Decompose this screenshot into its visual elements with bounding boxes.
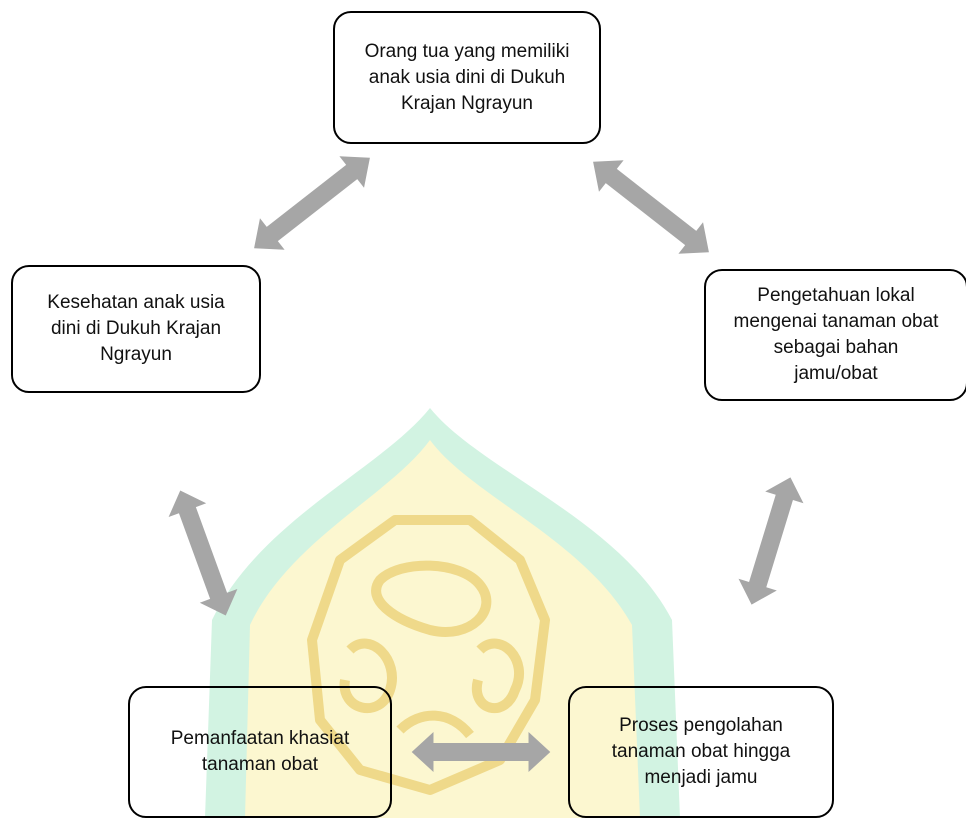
node-pengetahuan-lokal-label: Pengetahuan lokal mengenai tanaman obat … bbox=[733, 285, 939, 384]
node-orang-tua: Orang tua yang memiliki anak usia dini d… bbox=[333, 11, 601, 144]
node-proses-pengolahan-label: Proses pengolahan tanaman obat hingga me… bbox=[611, 715, 791, 788]
watermark-ornament bbox=[307, 515, 550, 795]
node-pengetahuan-lokal: Pengetahuan lokal mengenai tanaman obat … bbox=[704, 269, 966, 401]
node-proses-pengolahan: Proses pengolahan tanaman obat hingga me… bbox=[568, 686, 834, 818]
node-kesehatan-anak: Kesehatan anak usia dini di Dukuh Krajan… bbox=[11, 265, 261, 393]
node-orang-tua-label: Orang tua yang memiliki anak usia dini d… bbox=[364, 40, 570, 114]
arrow-n1-n2 bbox=[241, 141, 383, 265]
arrow-n4-n5 bbox=[411, 732, 551, 772]
node-pemanfaatan-khasiat: Pemanfaatan khasiat tanaman obat bbox=[128, 686, 392, 818]
node-pemanfaatan-khasiat-label: Pemanfaatan khasiat tanaman obat bbox=[170, 728, 350, 775]
arrow-n3-n5 bbox=[732, 471, 810, 611]
arrow-n2-n4 bbox=[161, 483, 245, 623]
arrow-n1-n3 bbox=[580, 145, 722, 269]
node-kesehatan-anak-label: Kesehatan anak usia dini di Dukuh Krajan… bbox=[47, 292, 225, 365]
